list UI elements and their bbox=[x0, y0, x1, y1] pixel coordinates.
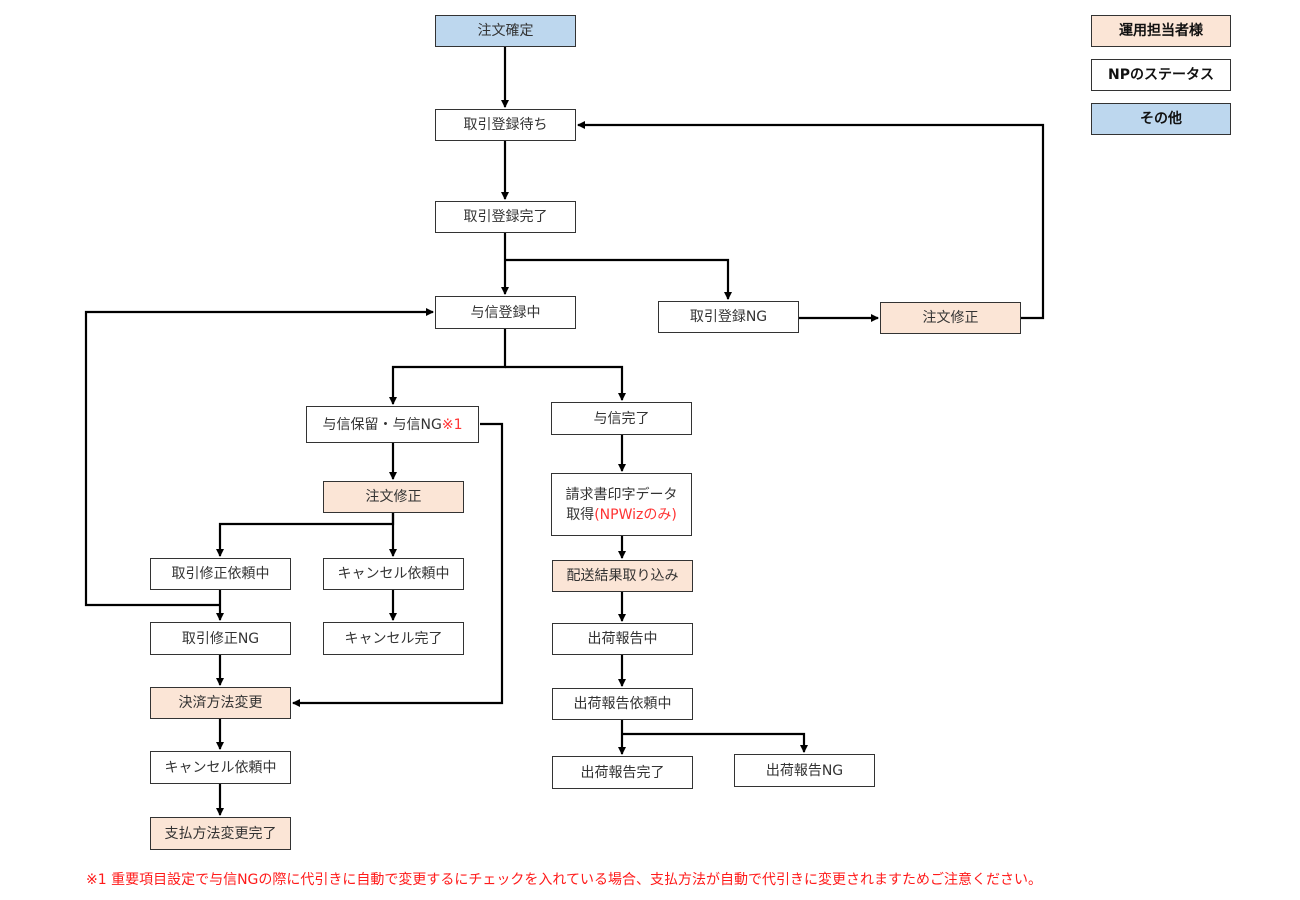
node-label: キャンセル完了 bbox=[344, 630, 443, 647]
node-label: キャンセル依頼中 bbox=[337, 566, 450, 582]
node-invoice-data: 請求書印字データ 取得(NPWizのみ) bbox=[551, 473, 692, 536]
footnote: ※1 重要項目設定で与信NGの際に代引きに自動で変更するにチェックを入れている場… bbox=[86, 872, 1042, 888]
node-label: 取引登録待ち bbox=[463, 117, 548, 133]
node-label: 注文修正 bbox=[922, 310, 979, 326]
node-cancel-requesting-2: キャンセル依頼中 bbox=[150, 751, 291, 784]
node-delivery-import: 配送結果取り込み bbox=[552, 560, 693, 592]
node-credit-done: 与信完了 bbox=[551, 402, 692, 435]
arrow-fix-back-to-waiting bbox=[577, 121, 1045, 320]
node-label: 配送結果取り込み bbox=[566, 568, 679, 584]
node-label: 決済方法変更 bbox=[178, 695, 263, 711]
node-txn-fix-requesting: 取引修正依頼中 bbox=[150, 558, 291, 590]
node-shipping-reporting: 出荷報告中 bbox=[552, 623, 693, 655]
node-label: 出荷報告NG bbox=[765, 762, 844, 779]
arrow-credit-to-done bbox=[505, 365, 626, 401]
node-label: 出荷報告依頼中 bbox=[573, 696, 672, 712]
node-cancel-requesting-1: キャンセル依頼中 bbox=[323, 558, 464, 590]
arrow-requesting-to-ng bbox=[622, 732, 808, 753]
node-label: 注文確定 bbox=[477, 23, 534, 39]
node-label: 出荷報告完了 bbox=[580, 764, 665, 781]
node-credit-hold-ng: 与信保留・与信NG※1 bbox=[306, 406, 479, 443]
legend-operator-label: 運用担当者様 bbox=[1119, 23, 1203, 39]
npwiz-only-note: (NPWizのみ) bbox=[594, 506, 677, 523]
node-order-fix-1: 注文修正 bbox=[880, 302, 1021, 334]
node-credit-registering: 与信登録中 bbox=[435, 296, 576, 329]
node-label: 取得 bbox=[566, 506, 595, 523]
node-txn-reg-done: 取引登録完了 bbox=[435, 201, 576, 233]
node-label: 請求書印字データ bbox=[565, 486, 678, 503]
node-order-confirmed: 注文確定 bbox=[435, 15, 576, 47]
node-label: 与信登録中 bbox=[470, 304, 541, 321]
node-label: 注文修正 bbox=[365, 489, 422, 505]
legend-other: その他 bbox=[1091, 103, 1231, 135]
arrow-hold-to-payment-change bbox=[292, 422, 504, 707]
arrow-done-to-txn-ng bbox=[505, 258, 732, 300]
node-payment-change: 決済方法変更 bbox=[150, 687, 291, 719]
node-label: 取引登録完了 bbox=[463, 209, 548, 225]
node-label: 与信完了 bbox=[593, 410, 650, 427]
footnote-marker: ※1 bbox=[441, 416, 463, 433]
legend-np-status-label: NPのステータス bbox=[1108, 67, 1214, 83]
node-shipping-report-requesting: 出荷報告依頼中 bbox=[552, 688, 693, 720]
node-shipping-report-ng: 出荷報告NG bbox=[734, 754, 875, 787]
legend-np-status: NPのステータス bbox=[1091, 59, 1231, 91]
node-label: 取引修正NG bbox=[181, 630, 260, 647]
node-label: 支払方法変更完了 bbox=[164, 825, 277, 842]
node-payment-change-done: 支払方法変更完了 bbox=[150, 817, 291, 850]
node-shipping-report-done: 出荷報告完了 bbox=[552, 756, 693, 789]
node-txn-reg-ng: 取引登録NG bbox=[658, 301, 799, 333]
node-order-fix-2: 注文修正 bbox=[323, 481, 464, 513]
arrow-fix-to-txn-fix bbox=[216, 513, 395, 557]
arrow-credit-to-hold bbox=[389, 329, 507, 405]
node-label: 取引修正依頼中 bbox=[171, 566, 270, 582]
node-label: キャンセル依頼中 bbox=[164, 759, 277, 776]
arrow-txn-fix-back-to-credit bbox=[84, 308, 434, 607]
legend-other-label: その他 bbox=[1140, 111, 1182, 127]
legend-operator: 運用担当者様 bbox=[1091, 15, 1231, 47]
node-cancel-done: キャンセル完了 bbox=[323, 622, 464, 655]
node-label: 出荷報告中 bbox=[587, 631, 658, 647]
node-txn-reg-waiting: 取引登録待ち bbox=[435, 109, 576, 141]
node-txn-fix-ng: 取引修正NG bbox=[150, 622, 291, 655]
node-label: 取引登録NG bbox=[689, 309, 768, 325]
node-label: 与信保留・与信NG bbox=[322, 416, 442, 433]
